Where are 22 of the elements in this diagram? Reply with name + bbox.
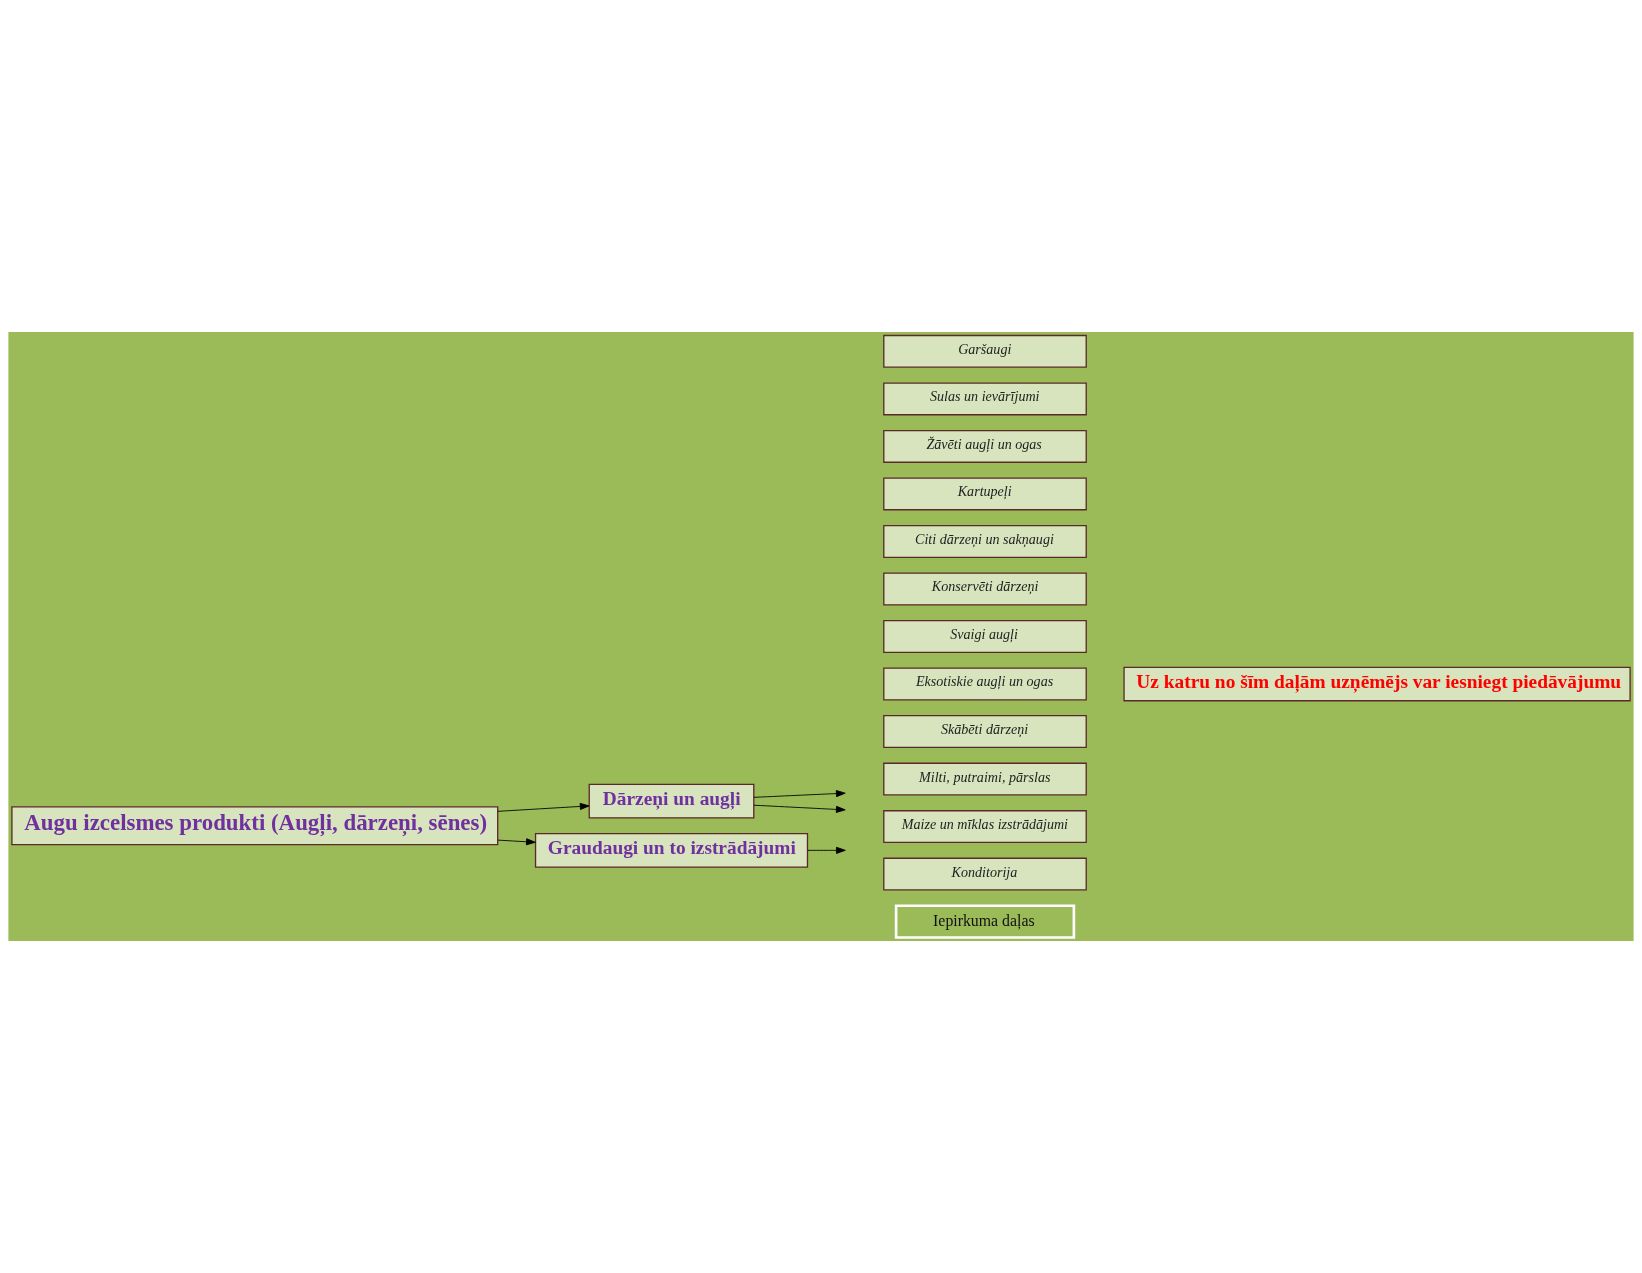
node-box: Citi dārzeņi un sakņaugi (883, 524, 1087, 558)
node-box: Žāvēti augļi un ogas (883, 429, 1087, 463)
node-box: Uz katru no šīm daļām uzņēmējs var iesniegt piedāvājumu (1123, 666, 1631, 702)
arrow (753, 804, 846, 813)
node-box: Konditorija (883, 857, 1087, 891)
arrow (497, 838, 536, 846)
node-box: Augu izcelsmes produkti (Augļi, dārzeņi, sēnes) (11, 806, 499, 846)
node-box: Garšaugi (883, 334, 1087, 368)
node-box: Maize un mīklas izstrādājumi (883, 810, 1087, 844)
node-box: Iepirkuma daļas (894, 904, 1076, 939)
node-box: Konservēti dārzeņi (883, 572, 1087, 606)
arrow (807, 846, 846, 854)
node-box: Kartupeļi (883, 477, 1087, 511)
node-box: Sulas un ievārījumi (883, 382, 1087, 416)
arrow (497, 802, 590, 812)
node-box: Dārzeņi un augļi (588, 783, 755, 819)
node-box: Graudaugi un to izstrādājumi (534, 832, 809, 868)
node-box: Milti, putraimi, pārslas (883, 762, 1087, 796)
node-box: Svaigi augļi (883, 620, 1087, 653)
node-box: Eksotiskie augļi un ogas (883, 667, 1087, 701)
arrow (753, 790, 846, 798)
node-box: Skābēti dārzeņi (883, 715, 1087, 749)
